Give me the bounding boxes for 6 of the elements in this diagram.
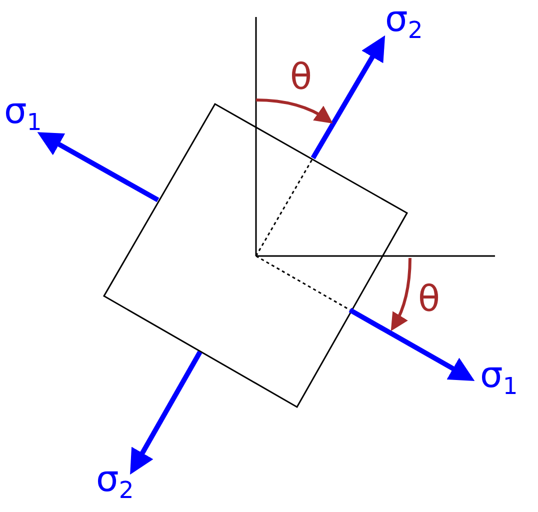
angle-label: θ (290, 60, 312, 96)
stress-label: σ$_{2}$ (96, 462, 134, 502)
stress-label: σ$_{2}$ (385, 2, 423, 42)
angle-label: θ (418, 282, 440, 318)
stress-label: σ$_{1}$ (4, 94, 42, 134)
stress-label: σ$_{1}$ (480, 358, 518, 398)
